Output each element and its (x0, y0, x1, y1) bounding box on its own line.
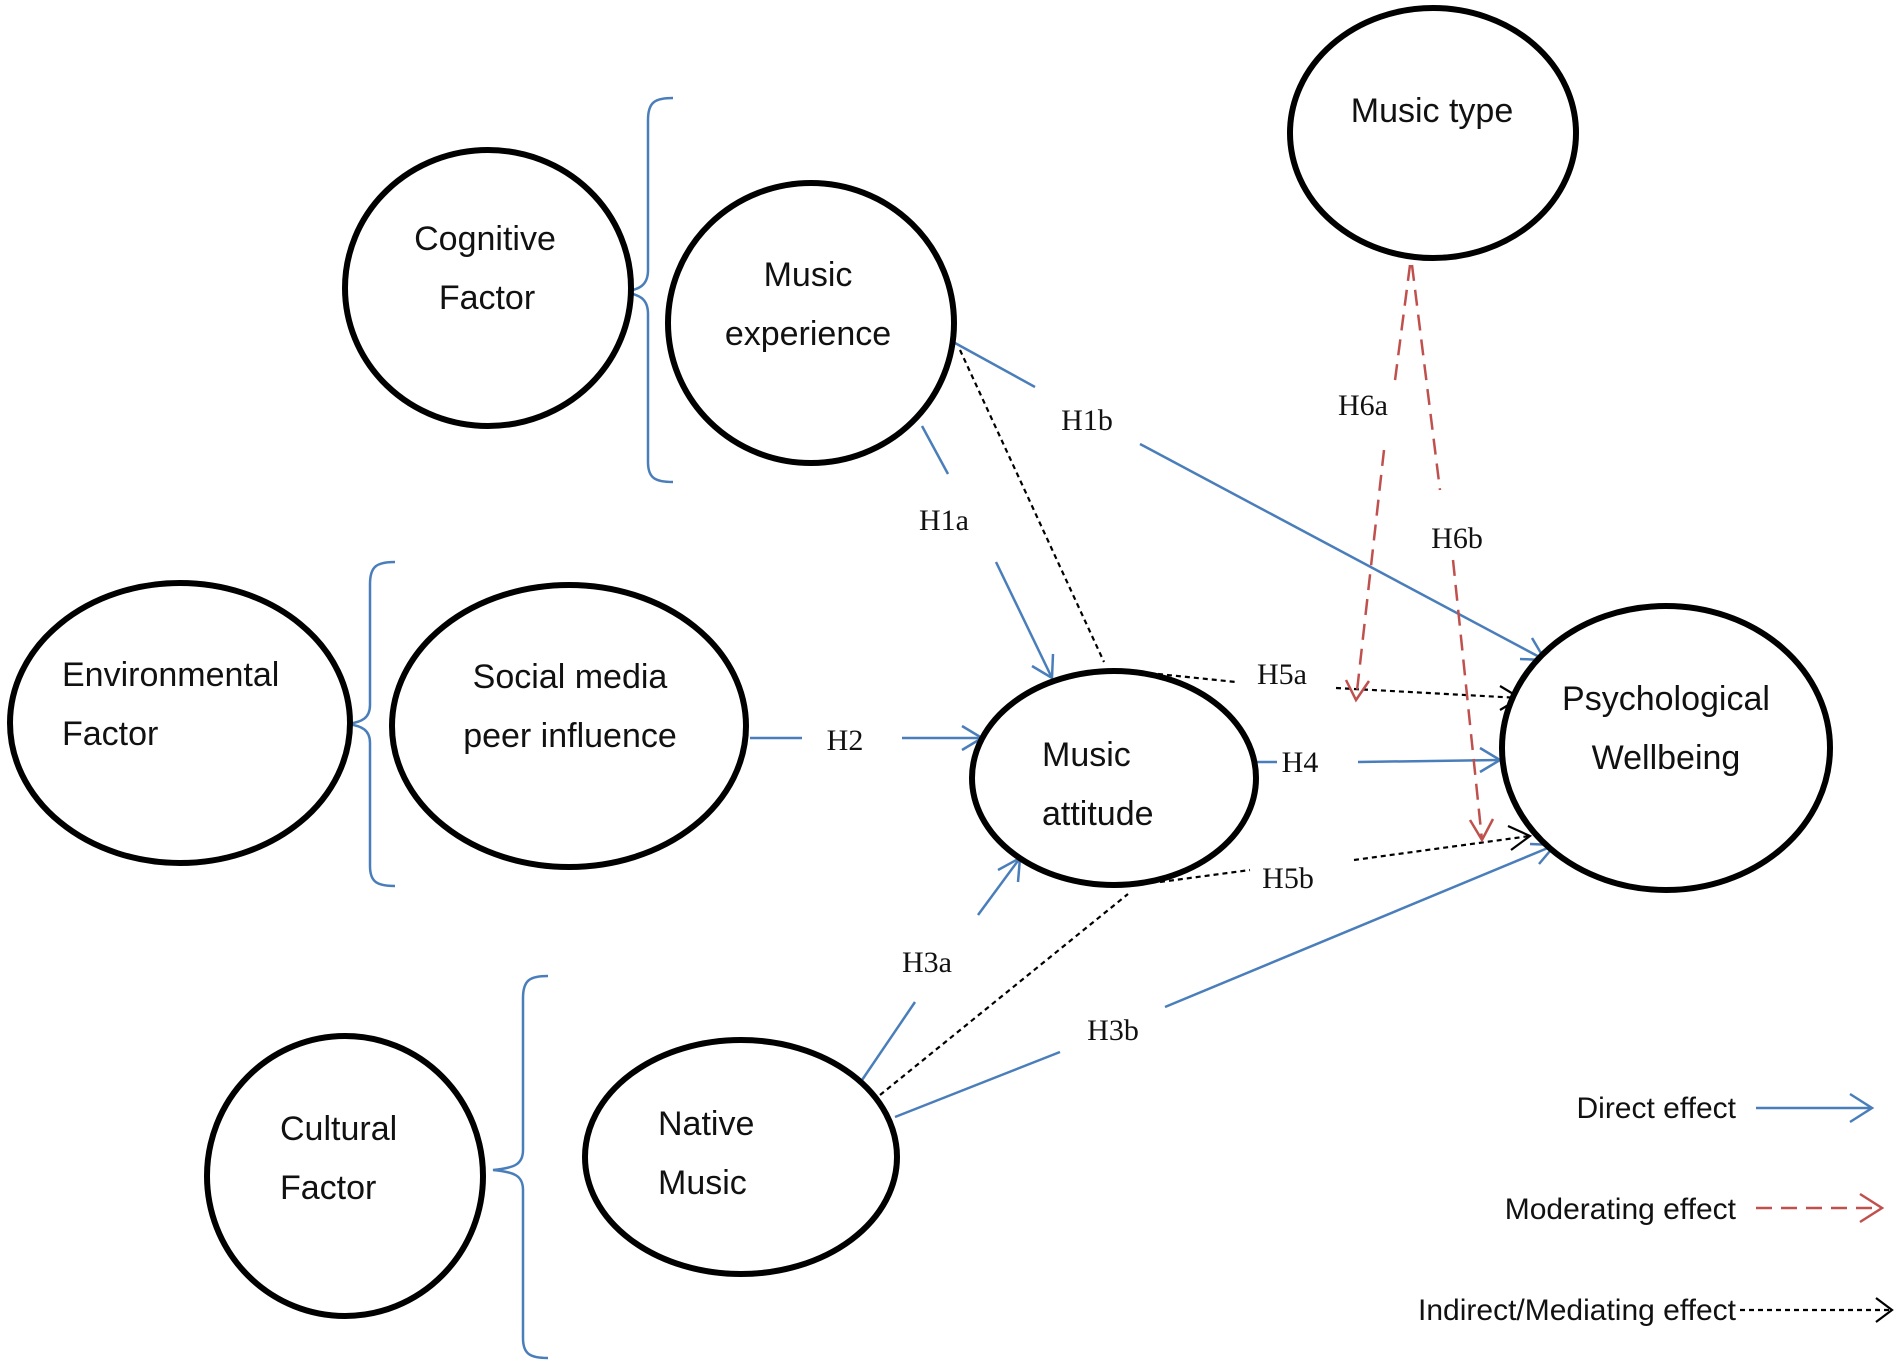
h1b-line-lower (1139, 442, 1546, 662)
h5b-line-left (1159, 868, 1251, 884)
cognitive-factor-label-line2: Factor (439, 279, 535, 317)
cognitive-factor-label-line1: Cognitive (414, 220, 556, 258)
node-music-attitude: Music attitude (969, 668, 1259, 888)
psychological-wellbeing-label-line2: Wellbeing (1592, 739, 1741, 777)
hypothesis-h3a: H3a (902, 946, 952, 979)
node-music-experience: Music experience (665, 180, 957, 466)
legend-moderating-label: Moderating effect (1505, 1193, 1737, 1226)
h5b-line-right (1353, 834, 1531, 862)
h6b-line-upper (1410, 264, 1442, 491)
h3b-line-lower (894, 1050, 1061, 1119)
music-experience-label-line1: Music (764, 256, 853, 294)
legend-direct-label: Direct effect (1576, 1092, 1736, 1125)
node-social-media-peer-influence: Social media peer influence (389, 582, 749, 870)
legend-direct-arrowhead (1849, 1092, 1875, 1124)
h1a-line-lower (994, 561, 1054, 679)
cultural-factor-label-line2: Factor (280, 1169, 376, 1207)
hypothesis-h1a: H1a (919, 504, 969, 537)
music-experience-label-line2: experience (725, 315, 891, 353)
node-native-music: Native Music (582, 1037, 900, 1277)
h6a-line-upper (1392, 264, 1412, 389)
h4-line-right (1357, 758, 1501, 764)
environmental-factor-label-line2: Factor (62, 715, 158, 753)
mediating-line-experience-attitude (959, 349, 1105, 663)
environmental-bracket (347, 560, 396, 888)
legend-indirect-label: Indirect/Mediating effect (1418, 1294, 1737, 1327)
environmental-factor-label-line1: Environmental (62, 656, 279, 694)
hypothesis-h4: H4 (1282, 746, 1319, 779)
hypothesis-h5a: H5a (1257, 658, 1307, 691)
mediating-line-native-attitude (879, 893, 1129, 1096)
h6b-line-lower (1451, 559, 1484, 841)
h6a-arrowhead (1344, 679, 1371, 703)
h6a-line-lower (1354, 449, 1386, 701)
node-music-type: Music type (1287, 5, 1579, 261)
h1a-arrowhead (1031, 653, 1055, 681)
h3b-line-upper (1164, 843, 1556, 1009)
psychological-wellbeing-label-line1: Psychological (1562, 680, 1770, 718)
native-music-label-line1: Native (658, 1105, 754, 1143)
h1b-line-upper (954, 341, 1036, 389)
cultural-bracket (492, 974, 549, 1360)
hypothesis-h6b: H6b (1431, 522, 1483, 555)
hypothesis-h2: H2 (827, 724, 864, 757)
legend: Direct effect Moderating effect Indirect… (1418, 1092, 1894, 1327)
legend-indirect-arrowhead (1875, 1297, 1894, 1323)
hypothesis-h5b: H5b (1262, 862, 1314, 895)
hypothesis-h1b: H1b (1061, 404, 1113, 437)
node-cognitive-factor: Cognitive Factor (342, 147, 634, 429)
native-music-label-line2: Music (658, 1164, 747, 1202)
social-media-label-line1: Social media (473, 658, 668, 696)
h1a-line-upper (920, 425, 950, 475)
h3a-line-lower (858, 1001, 917, 1084)
social-media-label-line2: peer influence (463, 717, 677, 755)
music-attitude-label-line2: attitude (1042, 795, 1154, 833)
hypothesis-h3b: H3b (1087, 1014, 1139, 1047)
node-cultural-factor: Cultural Factor (204, 1033, 486, 1319)
h6b-arrowhead (1468, 818, 1495, 843)
h5b-arrowhead (1507, 824, 1533, 851)
h5a-line-right (1335, 686, 1521, 700)
cultural-factor-label-line1: Cultural (280, 1110, 397, 1148)
legend-moderating-arrowhead (1859, 1192, 1885, 1224)
node-psychological-wellbeing: Psychological Wellbeing (1499, 603, 1833, 893)
h5a-line-left (1157, 672, 1237, 684)
node-environmental-factor: Environmental Factor (7, 580, 353, 866)
music-attitude-label-line1: Music (1042, 736, 1131, 774)
music-type-label: Music type (1351, 92, 1514, 130)
h3a-line-upper (976, 857, 1022, 916)
hypothesis-h6a: H6a (1338, 389, 1388, 422)
